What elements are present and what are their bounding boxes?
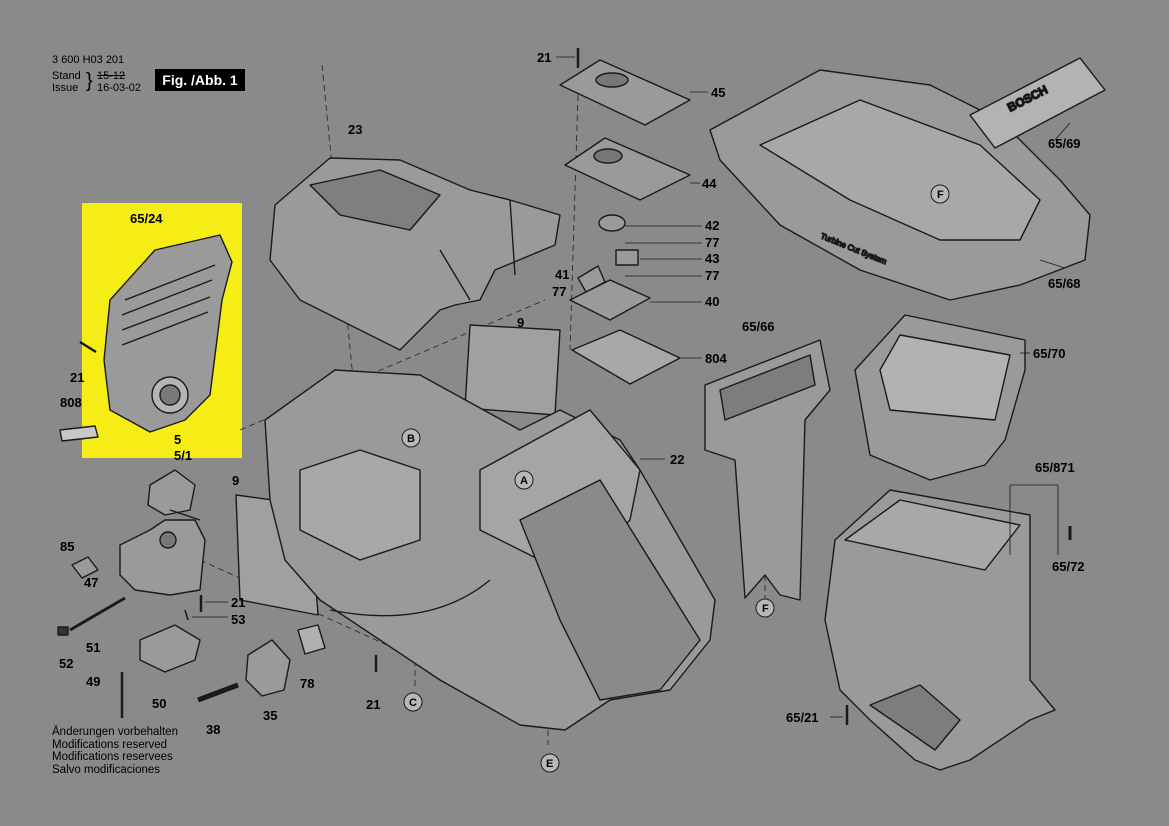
bolt-38: [197, 682, 239, 703]
top-plate-45: [559, 59, 691, 126]
cover-part-65-24: [103, 234, 233, 433]
label-21-left: 21: [70, 370, 84, 385]
stand-value: 15-12: [97, 70, 126, 82]
label-21-top: 21: [537, 50, 551, 65]
label-65-66: 65/66: [742, 319, 775, 334]
view-letter-f-handle: F: [762, 603, 769, 615]
part-85: [71, 556, 99, 579]
label-65-871: 65/871: [1035, 460, 1075, 475]
label-51: 51: [86, 640, 100, 655]
label-49: 49: [86, 674, 100, 689]
cap-43: [615, 249, 639, 266]
note-de: Änderungen vorbehalten: [52, 726, 178, 738]
label-9-top: 9: [517, 315, 524, 330]
issue-label: Issue: [52, 82, 79, 94]
label-44: 44: [702, 176, 717, 191]
note-es: Salvo modificaciones: [52, 763, 161, 776]
label-21-mid: 21: [231, 595, 245, 610]
label-78: 78: [300, 676, 314, 691]
view-letter-circles: [401, 184, 950, 773]
pcb-804: [571, 329, 681, 385]
handle-65-66: [704, 339, 831, 601]
label-77-c: 77: [552, 284, 566, 299]
modification-notes: Änderungen vorbehalten Modifications res…: [52, 726, 178, 776]
view-letter-a: A: [520, 475, 528, 487]
bracket-50: [139, 624, 201, 673]
upper-housing-23: [269, 157, 561, 351]
label-52: 52: [59, 656, 73, 671]
label-9-left: 9: [232, 473, 239, 488]
leader-lines: [192, 56, 1071, 718]
knob-42: [598, 214, 626, 232]
view-letter-b: B: [407, 433, 415, 445]
label-65-70: 65/70: [1033, 346, 1066, 361]
label-45: 45: [711, 85, 725, 100]
view-letter-c: C: [409, 697, 417, 709]
brace-symbol: }: [86, 70, 93, 92]
figure-label: Fig. /Abb. 1: [155, 69, 245, 91]
note-fr: Modifications reservees: [52, 751, 173, 763]
label-38: 38: [206, 722, 220, 737]
label-77-b: 77: [705, 268, 719, 283]
knob-35: [245, 639, 291, 697]
note-en: Modifications reserved: [52, 738, 168, 751]
pin-53: [184, 609, 189, 621]
label-804: 804: [705, 351, 727, 366]
label-41: 41: [555, 267, 569, 282]
label-65-24: 65/24: [130, 211, 163, 226]
label-22: 22: [670, 452, 684, 467]
view-letter-e: E: [546, 758, 553, 770]
label-65-68: 65/68: [1048, 276, 1081, 291]
label-43: 43: [705, 251, 719, 266]
stand-label: Stand: [52, 70, 81, 82]
label-5: 5: [174, 432, 181, 447]
issue-value: 16-03-02: [97, 82, 142, 94]
label-plate-808: [59, 425, 99, 442]
spring-78: [297, 624, 326, 655]
label-808: 808: [60, 395, 82, 410]
main-housing: [264, 369, 716, 731]
label-47: 47: [84, 575, 98, 590]
label-40: 40: [705, 294, 719, 309]
basket-65-70: [854, 314, 1026, 481]
label-53: 53: [231, 612, 245, 627]
spring-52: [57, 626, 69, 636]
bosch-badge: [969, 57, 1106, 149]
view-letter-f-top: F: [937, 189, 944, 201]
stand-65-871: [824, 489, 1056, 771]
label-77-a: 77: [705, 235, 719, 250]
label-50: 50: [152, 696, 166, 711]
label-65-72: 65/72: [1052, 559, 1085, 574]
label-65-69: 65/69: [1048, 136, 1081, 151]
label-42: 42: [705, 218, 719, 233]
label-65-21: 65/21: [786, 710, 819, 725]
label-21-bottom: 21: [366, 697, 380, 712]
switch-housing-47: [119, 519, 206, 596]
doc-number: 3 600 H03 201: [52, 54, 125, 66]
label-23: 23: [348, 122, 362, 137]
label-9-top: [464, 324, 561, 416]
screw-21-left: [79, 340, 97, 354]
connector-5: [147, 469, 201, 521]
plate-44: [564, 137, 691, 201]
label-5-1: 5/1: [174, 448, 192, 463]
label-85: 85: [60, 539, 74, 554]
rod-51: [69, 596, 126, 632]
label-35: 35: [263, 708, 277, 723]
switch-block-40: [569, 279, 651, 321]
